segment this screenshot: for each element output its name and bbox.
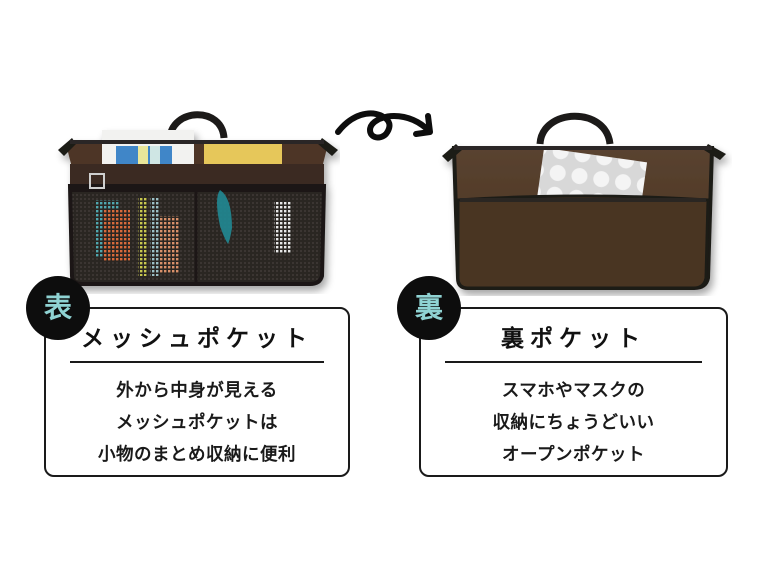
back-card-description: スマホやマスクの 収納にちょうどいい オープンポケット [421,375,726,471]
front-card-description: 外から中身が見える メッシュポケットは 小物のまとめ収納に便利 [46,375,348,471]
front-card-divider [70,361,324,363]
front-desc-line-1: 外から中身が見える [116,381,278,401]
back-info-card: 裏ポケット スマホやマスクの 収納にちょうどいい オープンポケット [419,307,728,477]
front-side-badge: 表 [26,276,90,340]
back-side-badge: 裏 [397,276,461,340]
back-card-title: 裏ポケット [501,326,646,352]
back-desc-line-3: オープンポケット [502,445,645,465]
front-card-title: メッシュポケット [81,326,313,352]
front-desc-line-2: メッシュポケットは [116,413,278,433]
back-card-divider [445,361,702,363]
loop-arrow-right-icon [330,104,440,154]
front-desc-line-3: 小物のまとめ収納に便利 [98,445,296,465]
front-badge-label: 表 [43,291,72,324]
front-info-card: メッシュポケット 外から中身が見える メッシュポケットは 小物のまとめ収納に便利 [44,307,350,477]
front-bag-image [52,98,340,294]
back-desc-line-2: 収納にちょうどいい [492,413,655,433]
back-desc-line-1: スマホやマスクの [501,381,646,401]
back-bag-image [436,100,732,296]
back-badge-label: 裏 [414,291,443,324]
